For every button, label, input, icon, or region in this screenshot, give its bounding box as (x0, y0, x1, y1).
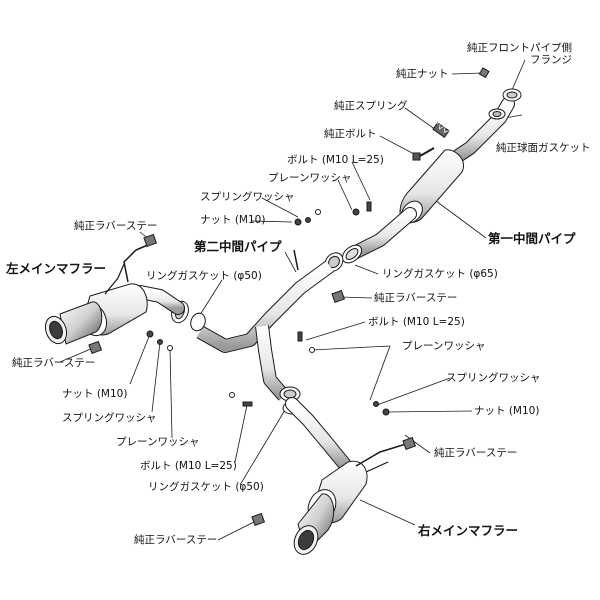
right-muffler (251, 397, 417, 555)
label-spring-washer-right: スプリングワッシャ (446, 372, 541, 384)
rubber-stay-mid (331, 289, 346, 304)
label-left-main-muffler: 左メインマフラー (6, 261, 107, 276)
label-bolt-m10-mid: ボルト (M10 L=25) (368, 316, 465, 328)
label-oem-nut: 純正ナット (396, 68, 449, 80)
label-oem-rubber-stay-mid: 純正ラバーステー (374, 292, 458, 304)
leader-lines (59, 59, 526, 541)
exhaust-system (44, 67, 522, 555)
label-plain-washer-top: プレーンワッシャ (268, 172, 352, 184)
label-right-main-muffler: 右メインマフラー (418, 523, 519, 538)
label-ring-gasket-50-bottom: リングガスケット (φ50) (148, 481, 264, 493)
label-front-pipe-flange-line1: 純正フロントパイプ側 (467, 42, 572, 54)
label-second-mid-pipe: 第二中間パイプ (194, 239, 282, 254)
label-spring-washer-left: スプリングワッシャ (62, 412, 157, 424)
label-front-pipe-flange-line2: フランジ (530, 54, 572, 66)
label-ring-gasket-65: リングガスケット (φ65) (382, 268, 498, 280)
hardware (146, 201, 390, 416)
second-mid-pipe (171, 249, 344, 415)
label-oem-ball-gasket: 純正球面ガスケット (496, 142, 591, 154)
label-plain-washer-left: プレーンワッシャ (116, 436, 200, 448)
label-nut-m10-right: ナット (M10) (474, 405, 540, 417)
label-bolt-m10-top: ボルト (M10 L=25) (287, 154, 384, 166)
oem-spring-and-bolt (412, 121, 450, 161)
left-muffler (44, 233, 185, 355)
front-flange (478, 67, 522, 120)
label-plain-washer-mid: プレーンワッシャ (402, 340, 486, 352)
label-spring-washer-top: スプリングワッシャ (200, 191, 295, 203)
label-bolt-m10-bottom: ボルト (M10 L=25) (140, 460, 237, 472)
label-ring-gasket-50-top: リングガスケット (φ50) (146, 270, 262, 282)
label-oem-rubber-stay-left: 純正ラバーステー (12, 357, 96, 369)
label-oem-spring: 純正スプリング (334, 100, 408, 112)
label-first-mid-pipe: 第一中間パイプ (488, 231, 576, 246)
label-oem-rubber-stay-bottom: 純正ラバーステー (134, 534, 218, 546)
label-oem-bolt: 純正ボルト (324, 128, 377, 140)
label-oem-rubber-stay-topleft: 純正ラバーステー (74, 220, 158, 232)
label-nut-m10-top: ナット (M10) (200, 214, 266, 226)
label-nut-m10-left: ナット (M10) (62, 388, 128, 400)
label-front-pipe-flange: 純正フロントパイプ側 フランジ (440, 42, 572, 66)
label-oem-rubber-stay-right: 純正ラバーステー (434, 447, 518, 459)
